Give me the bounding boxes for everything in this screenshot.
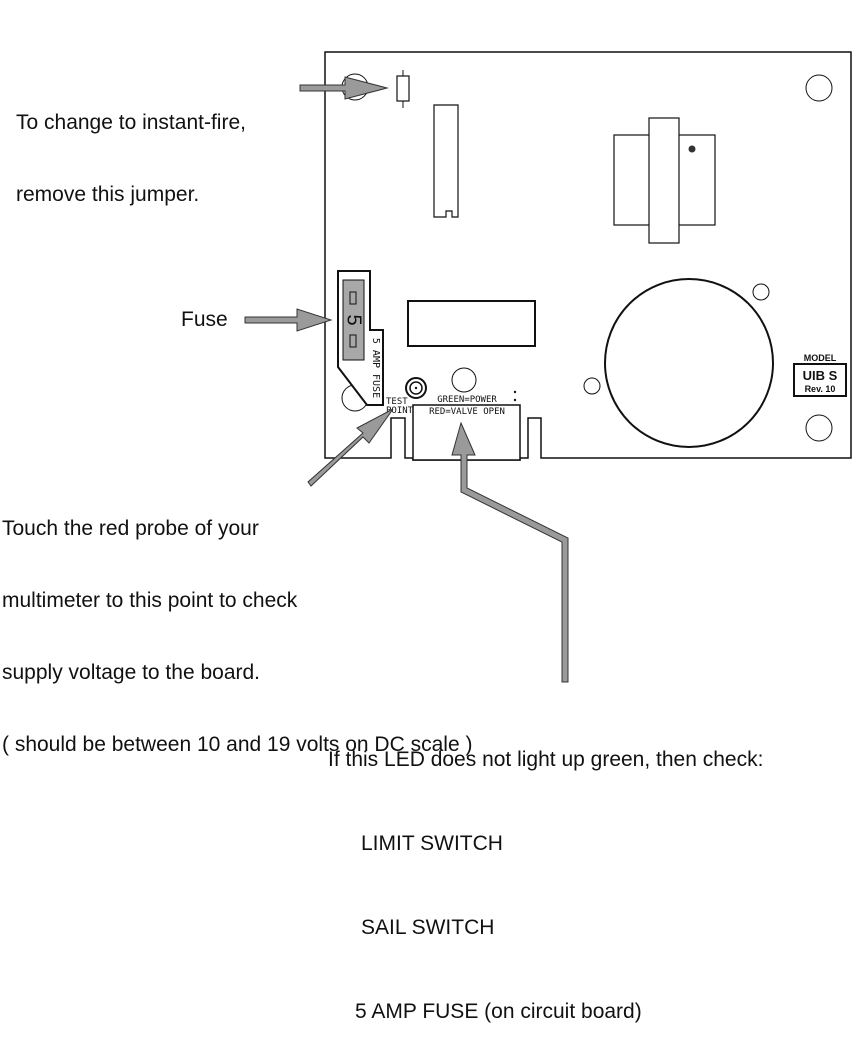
led-note-item: LIMIT SWITCH xyxy=(361,832,503,855)
jumper-note: To change to instant-fire, remove this j… xyxy=(16,63,246,231)
test-point-note: Touch the red probe of your multimeter t… xyxy=(2,469,472,781)
jumper-note-line: To change to instant-fire, xyxy=(16,111,246,134)
fuse-value: 5 xyxy=(343,314,365,325)
led-note: If this LED does not light up green, the… xyxy=(328,690,763,1054)
led-note-heading: If this LED does not light up green, the… xyxy=(328,748,764,771)
test-point-icon xyxy=(405,377,427,399)
model-rev: Rev. 10 xyxy=(805,384,836,394)
led-dot xyxy=(513,390,517,394)
large-circle-component xyxy=(604,278,774,448)
led-green-label: GREEN=POWER xyxy=(437,395,497,405)
mounting-hole xyxy=(805,74,833,102)
led-note-item: 5 AMP FUSE (on circuit board) xyxy=(355,1000,642,1023)
circuit-board-diagram: 5 5 AMP FUSE TEST POINT GREEN=POWER RED=… xyxy=(244,51,852,683)
test-point-note-line: multimeter to this point to check xyxy=(2,589,298,612)
model-name: UIB S xyxy=(803,368,838,383)
fuse-icon xyxy=(342,279,365,361)
model-box xyxy=(793,363,847,397)
test-point-label: TEST xyxy=(386,397,408,407)
relay-component xyxy=(407,300,536,347)
test-point-note-line: supply voltage to the board. xyxy=(2,661,261,684)
transformer-icon xyxy=(613,117,716,244)
led-icon xyxy=(451,367,477,393)
test-point-note-line: ( should be between 10 and 19 volts on D… xyxy=(2,733,473,756)
fuse-holder: 5 5 AMP FUSE xyxy=(337,270,384,406)
led-arrow xyxy=(451,421,569,683)
test-point-note-line: Touch the red probe of your xyxy=(2,517,259,540)
fuse-arrow xyxy=(244,308,333,332)
small-hole xyxy=(752,283,770,301)
model-heading: MODEL xyxy=(804,353,837,363)
fuse-rating-text: 5 AMP FUSE xyxy=(370,338,381,398)
small-hole xyxy=(583,377,601,395)
connector-strip xyxy=(433,104,459,218)
led-dot xyxy=(513,398,517,402)
fuse-label: Fuse xyxy=(181,308,228,331)
test-point-label: POINT xyxy=(386,406,414,416)
led-note-item: SAIL SWITCH xyxy=(361,916,495,939)
led-red-label: RED=VALVE OPEN xyxy=(429,407,505,417)
test-point-arrow xyxy=(307,408,394,487)
mounting-hole xyxy=(805,414,833,442)
jumper-icon xyxy=(396,70,410,108)
jumper-arrow xyxy=(299,76,389,100)
jumper-note-line: remove this jumper. xyxy=(16,183,200,206)
